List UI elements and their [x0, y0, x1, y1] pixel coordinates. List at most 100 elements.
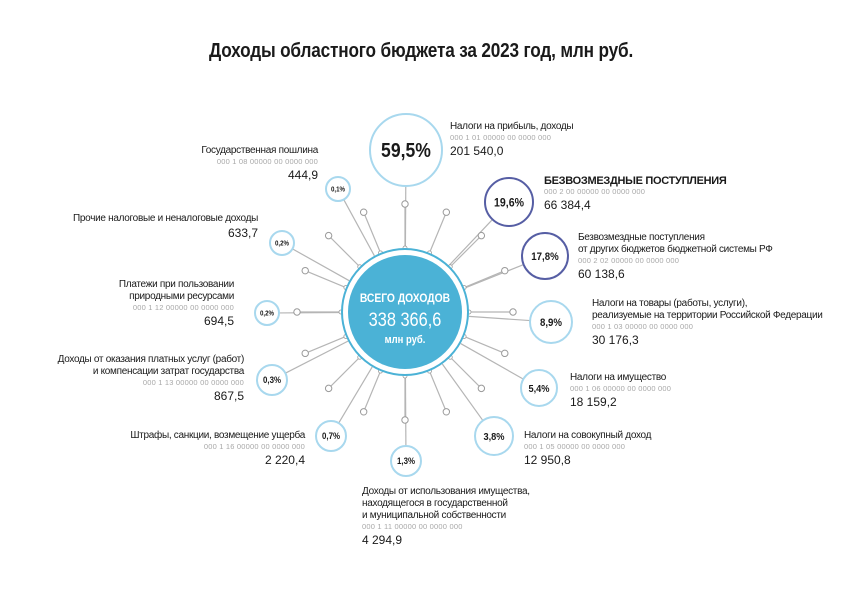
spoke-node: [359, 408, 368, 416]
bubble-connector: [441, 363, 484, 421]
revenue-item-label: Прочие налоговые и неналоговые доходы 633…: [73, 213, 258, 241]
spoke-node: [324, 231, 333, 240]
revenue-item-value: 694,5: [203, 314, 234, 328]
revenue-item-name: Налоги на прибыль, доходы: [450, 121, 574, 132]
spoke-node: [501, 266, 509, 275]
spoke-line: [449, 356, 482, 389]
revenue-item-name: Прочие налоговые и неналоговые доходы: [73, 213, 258, 224]
hub-fill: [348, 255, 462, 369]
bubble-connector: [464, 263, 524, 289]
spoke-node: [301, 349, 309, 358]
revenue-item-value: 2 220,4: [264, 453, 305, 467]
bubble-connector: [338, 366, 373, 424]
page-title: Доходы областного бюджета за 2023 год, м…: [208, 40, 634, 62]
spoke-node: [401, 200, 409, 208]
share-bubble: [369, 113, 443, 187]
revenue-item-name: и муниципальной собственности: [362, 510, 506, 521]
share-bubble: [390, 445, 422, 477]
hub-unit: млн руб.: [385, 333, 426, 346]
bubble-connector: [448, 219, 493, 266]
hub-label-top: ВСЕГО ДОХОДОВ: [360, 292, 450, 305]
budget-code: 000 1 06 00000 00 0000 000: [570, 384, 672, 393]
spoke-node: [401, 416, 409, 424]
share-bubble: [520, 369, 558, 407]
revenue-item-value: 66 384,4: [544, 198, 591, 212]
share-percent: 1,3%: [397, 456, 415, 467]
revenue-item-name: находящегося в государственной: [362, 498, 508, 509]
budget-code: 000 1 08 00000 00 0000 000: [216, 157, 318, 166]
budget-code: 000 1 11 00000 00 0000 000: [362, 522, 463, 531]
revenue-item-name: реализуемые на территории Российской Фед…: [592, 310, 823, 321]
share-percent: 19,6%: [494, 197, 524, 210]
spoke-line: [428, 211, 447, 254]
revenue-item-value: 633,7: [227, 226, 258, 240]
share-bubble: [315, 420, 347, 452]
share-bubble: [269, 230, 295, 256]
spoke-node: [501, 349, 509, 358]
revenue-item-name: и компенсации затрат государства: [92, 366, 244, 377]
revenue-item-value: 60 138,6: [578, 267, 625, 281]
spoke-node: [442, 208, 451, 216]
budget-code: 000 1 12 00000 00 0000 000: [132, 303, 234, 312]
share-percent: 0,1%: [331, 186, 345, 193]
revenue-item-value: 18 159,2: [570, 395, 617, 409]
revenue-item-name: Налоги на товары (работы, услуги),: [592, 298, 748, 309]
bubble-connector: [292, 248, 350, 282]
share-percent: 3,8%: [483, 431, 504, 443]
share-percent: 0,2%: [275, 240, 289, 247]
spoke-node: [477, 231, 486, 240]
share-percent: 0,3%: [263, 375, 281, 386]
hub-total-value: 338 366,6: [369, 309, 442, 330]
budget-code: 000 1 05 00000 00 0000 000: [524, 442, 626, 451]
spoke-line: [363, 211, 382, 254]
spokes-layer: [278, 185, 531, 447]
share-percent: 17,8%: [531, 251, 558, 263]
bubbles-layer: 59,5%19,6%17,8%8,9%5,4%3,8%1,3%0,7%0,3%0…: [254, 113, 573, 477]
share-bubble: [256, 364, 288, 396]
share-percent: 0,2%: [260, 310, 274, 317]
budget-code: 000 1 16 00000 00 0000 000: [203, 442, 305, 451]
bubble-connector: [468, 315, 531, 322]
revenue-item-name: Штрафы, санкции, возмещение ущерба: [130, 430, 305, 441]
share-percent: 0,7%: [322, 431, 340, 442]
revenue-item-name: Государственная пошлина: [201, 145, 318, 156]
spoke-line: [463, 335, 506, 354]
spoke-line: [328, 235, 361, 268]
revenue-item-name: Доходы от использования имущества,: [362, 486, 530, 497]
spoke-line: [428, 370, 447, 413]
revenue-item-name: Платежи при пользовании: [118, 279, 234, 290]
spoke-line: [463, 270, 506, 289]
share-bubble: [254, 300, 280, 326]
spoke-line: [363, 370, 382, 413]
revenue-item-name: БЕЗВОЗМЕЗДНЫЕ ПОСТУПЛЕНИЯ: [544, 175, 727, 187]
spoke-node: [301, 266, 309, 275]
revenue-item-name: природными ресурсами: [129, 291, 234, 302]
revenue-item-name: Доходы от оказания платных услуг (работ): [57, 354, 245, 365]
share-bubble: [474, 416, 514, 456]
revenue-item-name: Безвозмездные поступления: [578, 232, 705, 243]
revenue-item-value: 30 176,3: [592, 333, 639, 347]
share-bubble: [325, 176, 351, 202]
spoke-line: [449, 235, 482, 268]
spoke-node: [477, 384, 486, 393]
budget-code: 000 1 13 00000 00 0000 000: [142, 378, 244, 387]
spoke-node: [359, 208, 368, 216]
budget-code: 000 2 02 00000 00 0000 000: [578, 256, 680, 265]
bubble-connector: [343, 199, 375, 257]
revenue-item-label: Налоги на товары (работы, услуги),реализ…: [592, 298, 823, 348]
share-bubble: [529, 300, 573, 344]
spoke-node: [324, 384, 333, 393]
revenue-item-value: 201 540,0: [450, 144, 504, 158]
spoke-line: [304, 270, 347, 289]
bubble-connector: [285, 340, 349, 374]
revenue-item-value: 12 950,8: [524, 453, 571, 467]
share-percent: 59,5%: [381, 139, 431, 161]
spoke-node: [509, 308, 517, 316]
revenue-item-value: 444,9: [287, 168, 318, 182]
